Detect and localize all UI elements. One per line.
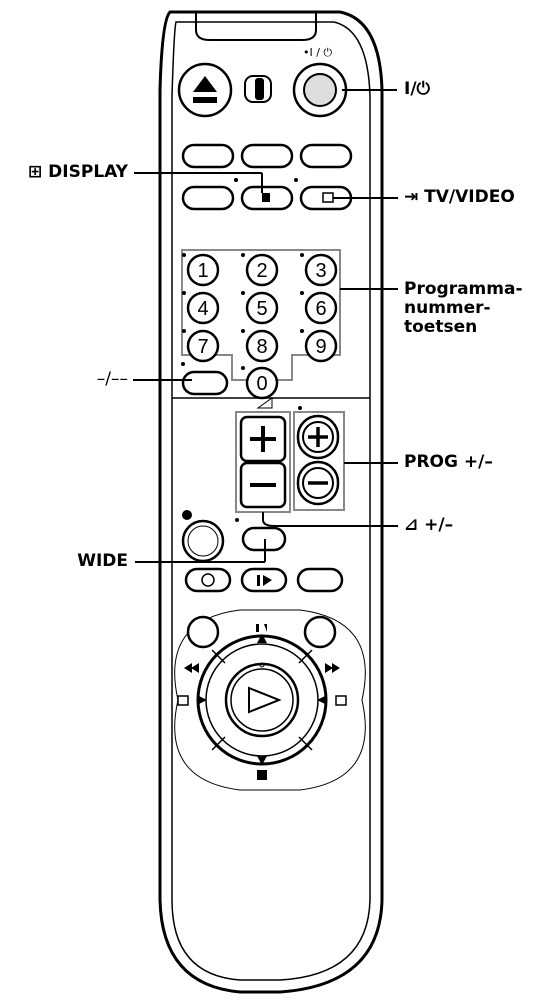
program-key-8[interactable] <box>245 329 279 363</box>
label-display: ⊞ DISPLAY <box>28 162 128 182</box>
program-key-label-3: 3 <box>315 260 326 282</box>
program-key-label-4: 4 <box>197 298 208 320</box>
program-key-dot-7 <box>182 329 186 333</box>
blank-button[interactable] <box>296 567 344 593</box>
program-key-dot-0 <box>241 366 245 370</box>
fast-forward-icon <box>325 663 340 673</box>
top-button-1[interactable] <box>181 143 235 169</box>
power-button[interactable] <box>292 62 348 118</box>
play-icon <box>248 686 282 714</box>
program-key-label-1: 1 <box>197 260 208 282</box>
dash-button[interactable] <box>181 362 229 396</box>
stop-icon <box>257 770 267 780</box>
label-program-keys-line-2: nummer- <box>404 298 491 318</box>
program-key-label-6: 6 <box>315 298 326 320</box>
label-wide: WIDE <box>77 551 128 571</box>
timer-icon <box>201 573 215 587</box>
label-tv-video: ⇥ TV/VIDEO <box>404 187 515 207</box>
program-key-dot-9 <box>300 329 304 333</box>
top-buttons-row-1[interactable] <box>181 143 353 169</box>
label-dash: –/–– <box>96 369 128 389</box>
program-key-dot-5 <box>241 291 245 295</box>
power-icon <box>303 73 337 107</box>
slow-play-icon <box>257 575 272 586</box>
program-key-dot-1 <box>182 253 186 257</box>
label-program-keys: Programma- nummer- toetsen <box>404 280 523 337</box>
program-number-keys[interactable]: 1 2 3 4 5 6 7 8 9 0 <box>182 253 338 400</box>
program-key-4[interactable] <box>186 291 220 325</box>
top-button-4[interactable] <box>181 185 235 211</box>
program-key-1[interactable] <box>186 253 220 287</box>
rewind-icon <box>184 663 199 673</box>
program-key-dot-3 <box>300 253 304 257</box>
label-program-keys-line-3: toetsen <box>404 317 478 337</box>
record-button[interactable] <box>181 519 225 563</box>
program-key-label-7: 7 <box>197 336 208 358</box>
program-key-dot-6 <box>300 291 304 295</box>
program-key-6[interactable] <box>304 291 338 325</box>
jog-area <box>174 609 366 791</box>
left-round-button[interactable] <box>186 615 220 649</box>
program-key-label-5: 5 <box>256 298 267 320</box>
program-key-2[interactable] <box>245 253 279 287</box>
eject-icon <box>193 76 217 103</box>
callout-lines <box>133 89 398 563</box>
program-key-5[interactable] <box>245 291 279 325</box>
program-key-label-8: 8 <box>256 336 267 358</box>
program-key-dot-2 <box>241 253 245 257</box>
program-key-9[interactable] <box>304 329 338 363</box>
program-key-7[interactable] <box>186 329 220 363</box>
record-area <box>181 510 287 563</box>
volume-panel <box>235 397 291 513</box>
label-prog: PROG +/– <box>404 452 493 472</box>
power-symbol-top: •I / ⏻ <box>303 46 332 59</box>
program-key-label-0: 0 <box>256 373 267 395</box>
label-volume: ⊿ +/– <box>404 515 454 535</box>
prog-panel <box>293 406 345 511</box>
program-key-3[interactable] <box>304 253 338 287</box>
program-key-dot-4 <box>182 291 186 295</box>
eject-button[interactable] <box>177 62 233 118</box>
label-power: I/⏻ <box>404 79 430 99</box>
record-icon <box>182 510 192 520</box>
top-button-2[interactable] <box>240 143 294 169</box>
program-key-label-9: 9 <box>315 336 326 358</box>
play-button[interactable] <box>224 662 300 738</box>
timer-row <box>184 567 344 593</box>
label-program-keys-line-1: Programma- <box>404 279 523 299</box>
right-round-button[interactable] <box>303 615 337 649</box>
remote-body <box>158 10 384 994</box>
program-key-dot-8 <box>241 329 245 333</box>
tv-vtr-switch[interactable] <box>244 75 272 103</box>
top-button-3[interactable] <box>299 143 353 169</box>
pause-icon <box>256 624 267 632</box>
timer-button[interactable] <box>184 567 232 593</box>
callout-line-volume <box>262 512 398 527</box>
program-key-label-2: 2 <box>256 260 267 282</box>
small-marks <box>234 178 334 203</box>
